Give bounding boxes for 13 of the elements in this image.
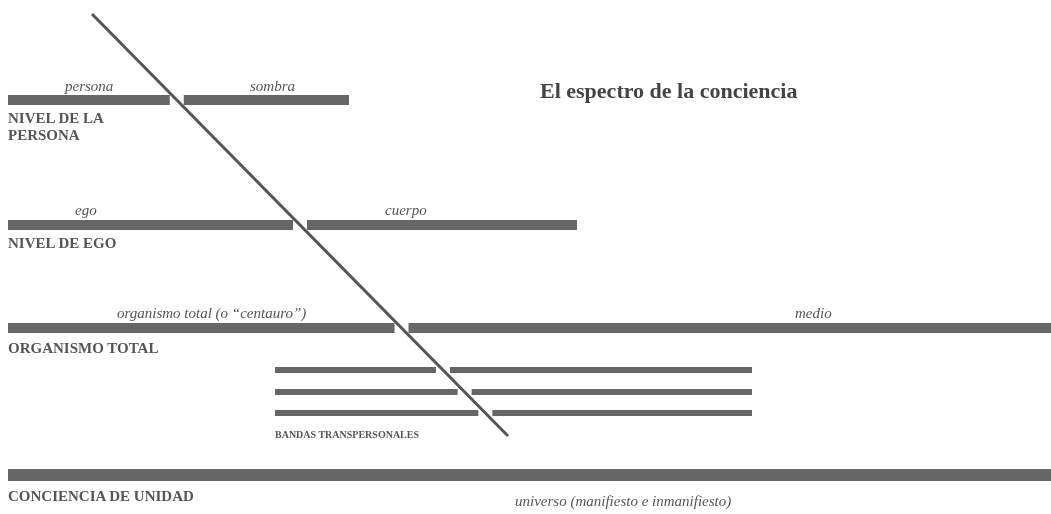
level-label: medio — [795, 305, 832, 322]
level-title: CONCIENCIA DE UNIDAD — [8, 488, 194, 505]
level-label: organismo total (o “centauro”) — [117, 305, 307, 322]
level-title: BANDAS TRANSPERSONALES — [275, 428, 420, 442]
level-label: universo (manifiesto e inmanifiesto) — [515, 493, 732, 510]
level-label: persona — [65, 78, 114, 95]
level-title: NIVEL DE LA PERSONA — [8, 110, 105, 144]
level-label: cuerpo — [385, 202, 427, 219]
level-label: ego — [75, 202, 97, 219]
title: El espectro de la conciencia — [540, 78, 798, 104]
level-title: ORGANISMO TOTAL — [8, 340, 159, 357]
level-label: sombra — [250, 78, 295, 95]
level-title: NIVEL DE EGO — [8, 235, 117, 252]
